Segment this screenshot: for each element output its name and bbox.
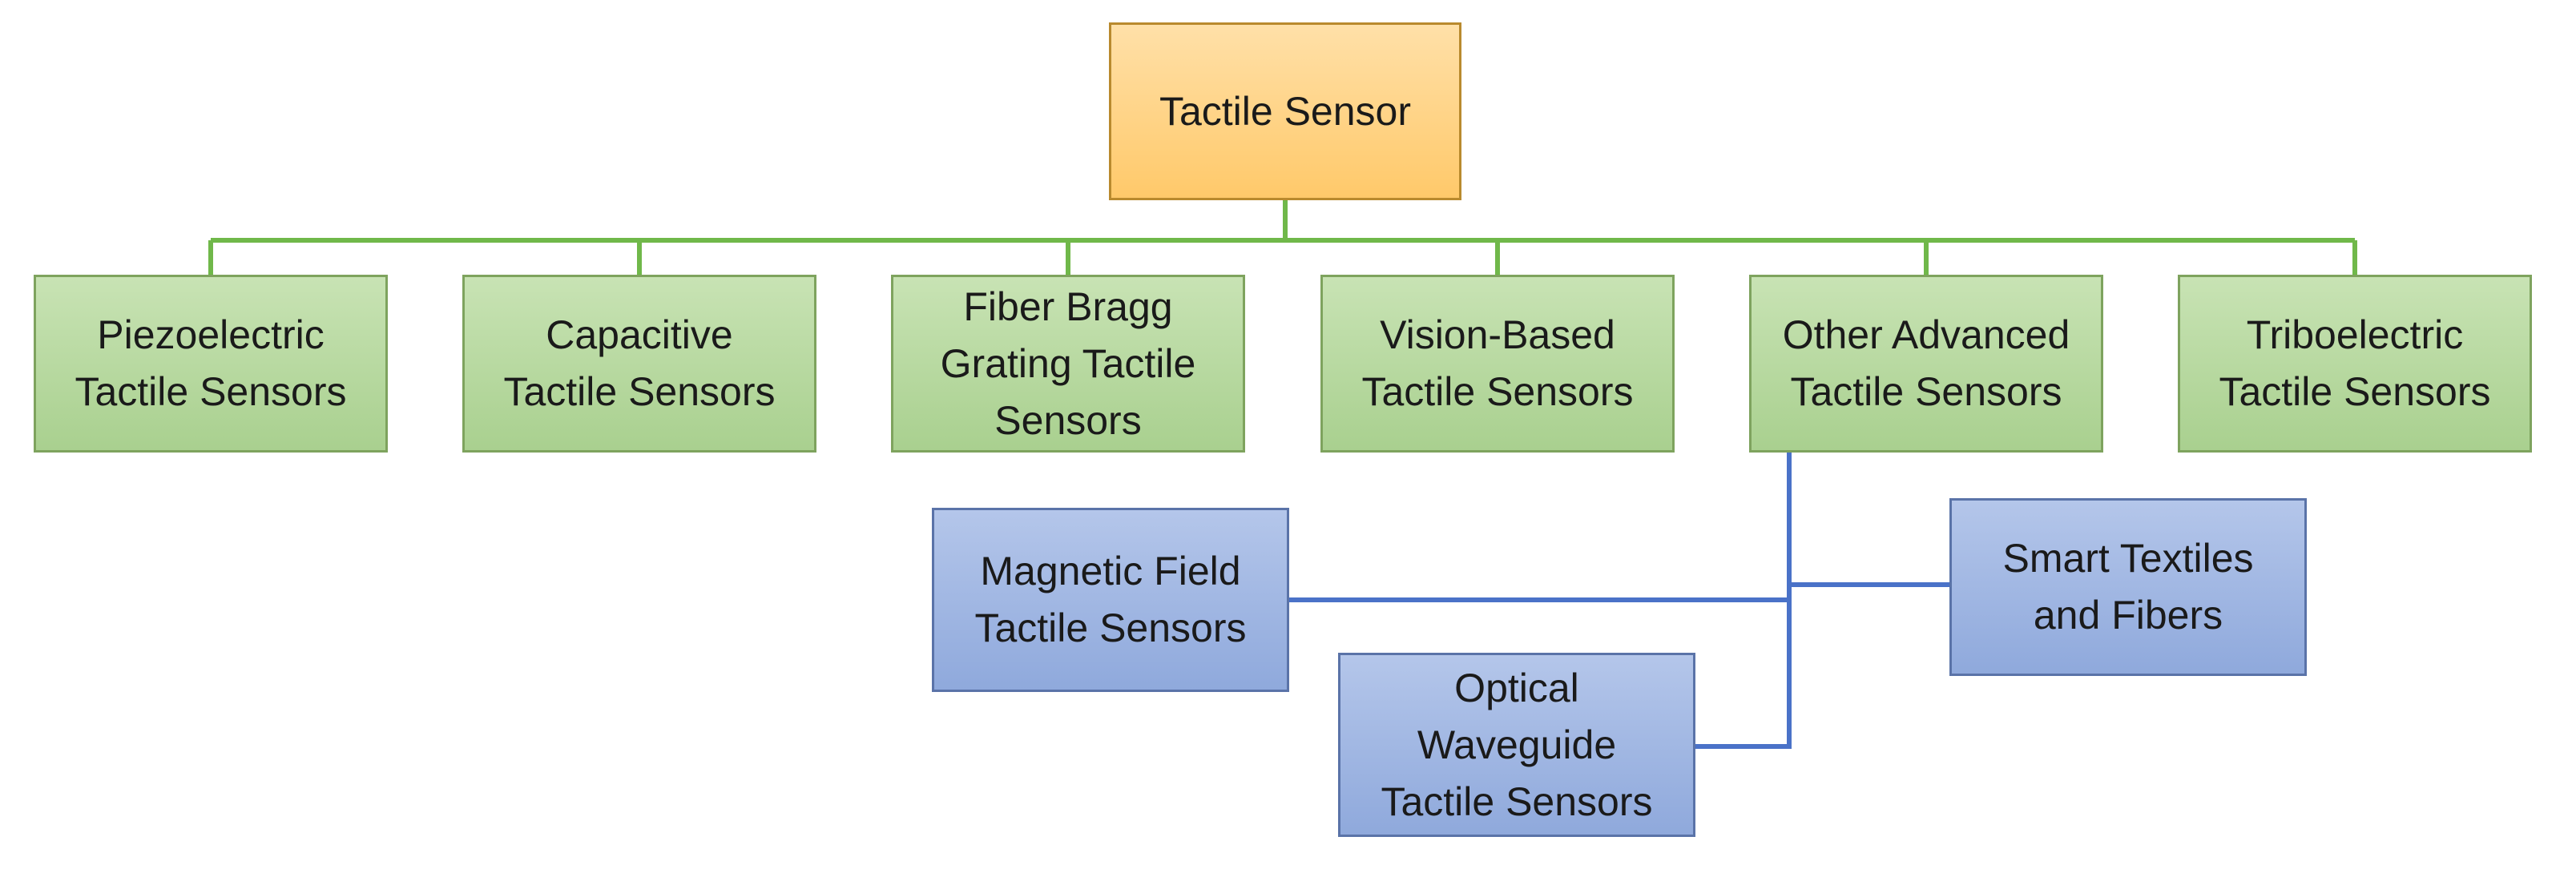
root-node-tactile-sensor: Tactile Sensor: [1109, 22, 1461, 200]
category-triboelectric: Triboelectric Tactile Sensors: [2178, 275, 2532, 453]
category-capacitive: Capacitive Tactile Sensors: [462, 275, 816, 453]
subtype-magnetic-field: Magnetic Field Tactile Sensors: [932, 508, 1289, 692]
category-vision-based: Vision-Based Tactile Sensors: [1320, 275, 1675, 453]
subtype-smart-textiles: Smart Textiles and Fibers: [1949, 498, 2307, 676]
category-other-advanced: Other Advanced Tactile Sensors: [1749, 275, 2103, 453]
category-connectors: [208, 200, 2357, 275]
subtype-optical-waveguide: Optical Waveguide Tactile Sensors: [1338, 653, 1695, 837]
subtype-connectors: [1289, 453, 1949, 749]
category-fiber-bragg-grating: Fiber Bragg Grating Tactile Sensors: [891, 275, 1245, 453]
category-piezoelectric: Piezoelectric Tactile Sensors: [34, 275, 388, 453]
